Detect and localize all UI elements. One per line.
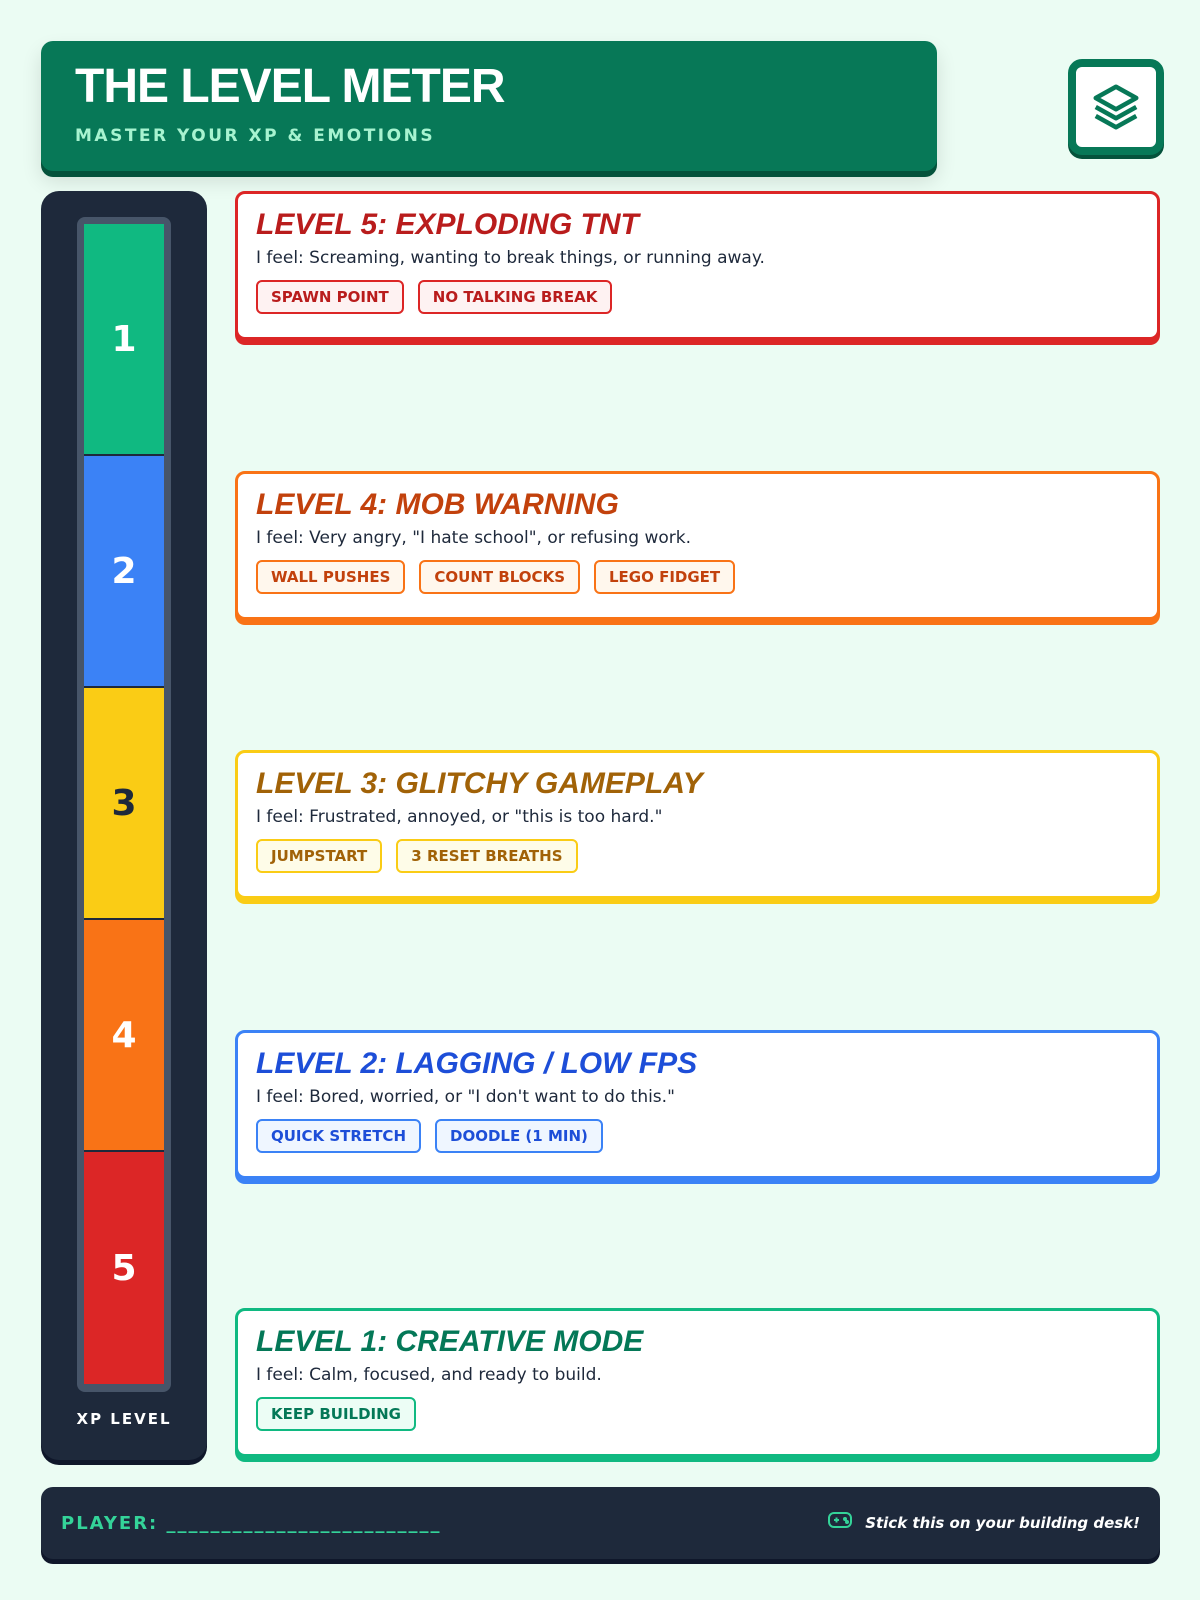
page-subtitle: MASTER YOUR XP & EMOTIONS <box>75 125 436 146</box>
xp-level-label: XP LEVEL <box>76 1410 172 1428</box>
strategy-tag: COUNT BLOCKS <box>419 560 580 594</box>
strategy-tags: JUMPSTART 3 RESET BREATHS <box>256 839 1139 873</box>
strategy-tag: DOODLE (1 MIN) <box>435 1119 603 1153</box>
level-card: LEVEL 3: GLITCHY GAMEPLAY I feel: Frustra… <box>235 750 1160 899</box>
footer-note-text: Stick this on your building desk! <box>865 1514 1140 1532</box>
header-banner: THE LEVEL METER MASTER YOUR XP & EMOTION… <box>41 41 937 171</box>
strategy-tag: JUMPSTART <box>256 839 383 873</box>
level-card: LEVEL 1: CREATIVE MODE I feel: Calm, focu… <box>235 1308 1160 1457</box>
level-title: LEVEL 1: CREATIVE MODE <box>256 1325 644 1358</box>
level-title: LEVEL 4: MOB WARNING <box>256 488 619 521</box>
strategy-tag: LEGO FIDGET <box>594 560 736 594</box>
strategy-tag: QUICK STRETCH <box>256 1119 421 1153</box>
strategy-tags: KEEP BUILDING <box>256 1397 1139 1431</box>
layers-icon <box>1068 59 1164 155</box>
strategy-tag: WALL PUSHES <box>256 560 406 594</box>
meter-segment-4: 4 <box>84 920 164 1152</box>
strategy-tag: KEEP BUILDING <box>256 1397 416 1431</box>
level-feeling: I feel: Screaming, wanting to break thin… <box>256 248 765 268</box>
gamepad-icon <box>827 1510 853 1536</box>
strategy-tag: NO TALKING BREAK <box>417 280 613 314</box>
footer-note: Stick this on your building desk! <box>827 1510 1140 1536</box>
strategy-tag: SPAWN POINT <box>256 280 404 314</box>
level-feeling: I feel: Calm, focused, and ready to buil… <box>256 1365 602 1385</box>
meter-segment-5: 5 <box>84 1152 164 1384</box>
level-feeling: I feel: Bored, worried, or "I don't want… <box>256 1087 675 1107</box>
level-feeling: I feel: Frustrated, annoyed, or "this is… <box>256 807 663 827</box>
level-card: LEVEL 4: MOB WARNING I feel: Very angry, … <box>235 471 1160 620</box>
strategy-tag: 3 RESET BREATHS <box>396 839 578 873</box>
footer-bar: PLAYER: _________________________ Stick … <box>41 1487 1160 1559</box>
level-card: LEVEL 2: LAGGING / LOW FPS I feel: Bored,… <box>235 1030 1160 1179</box>
page-title: THE LEVEL METER <box>75 60 506 113</box>
meter-segment-3: 3 <box>84 688 164 920</box>
strategy-tags: QUICK STRETCH DOODLE (1 MIN) <box>256 1119 1139 1153</box>
strategy-tags: SPAWN POINT NO TALKING BREAK <box>256 280 1139 314</box>
level-title: LEVEL 2: LAGGING / LOW FPS <box>256 1047 698 1080</box>
level-card: LEVEL 5: EXPLODING TNT I feel: Screaming,… <box>235 191 1160 340</box>
strategy-tags: WALL PUSHES COUNT BLOCKS LEGO FIDGET <box>256 560 1139 594</box>
level-title: LEVEL 5: EXPLODING TNT <box>256 208 639 241</box>
level-title: LEVEL 3: GLITCHY GAMEPLAY <box>256 767 703 800</box>
level-feeling: I feel: Very angry, "I hate school", or … <box>256 528 692 548</box>
player-name-line: PLAYER: _________________________ <box>61 1512 442 1534</box>
meter-segment-2: 2 <box>84 456 164 688</box>
meter-segment-1: 1 <box>84 224 164 456</box>
